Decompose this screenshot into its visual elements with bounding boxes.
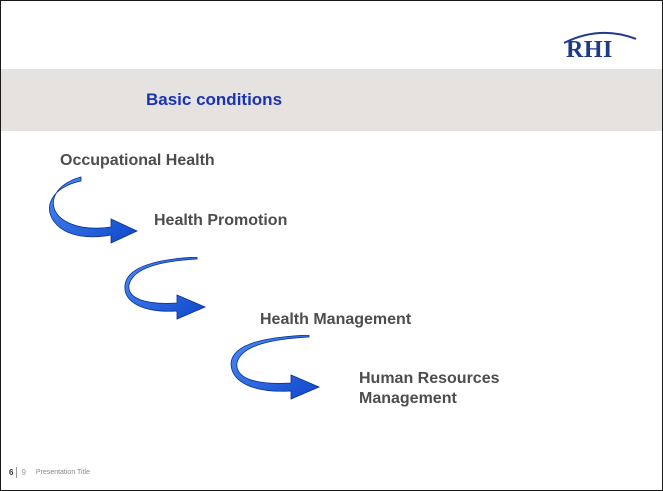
step-human-resources-management: Human Resources Management: [359, 370, 500, 407]
step-health-promotion: Health Promotion: [154, 212, 288, 229]
presentation-title: Presentation Title: [35, 469, 90, 476]
page-separator: [16, 467, 18, 478]
logo-arc-icon: [563, 31, 637, 44]
step-health-management: Health Management: [260, 311, 412, 328]
step-occupational-health: Occupational Health: [60, 152, 215, 169]
rhi-logo: RHI: [560, 31, 638, 67]
curved-arrow-icon: [230, 335, 321, 400]
page-total: 9: [21, 468, 26, 477]
page-number: 6: [9, 468, 14, 477]
logo-text: RHI: [566, 37, 613, 63]
slide-title: Basic conditions: [146, 90, 283, 109]
curved-arrow-icon: [49, 176, 138, 244]
footer: 6 9 Presentation Title: [9, 467, 90, 478]
title-band: Basic conditions: [1, 69, 662, 131]
curved-arrow-icon: [124, 257, 207, 320]
